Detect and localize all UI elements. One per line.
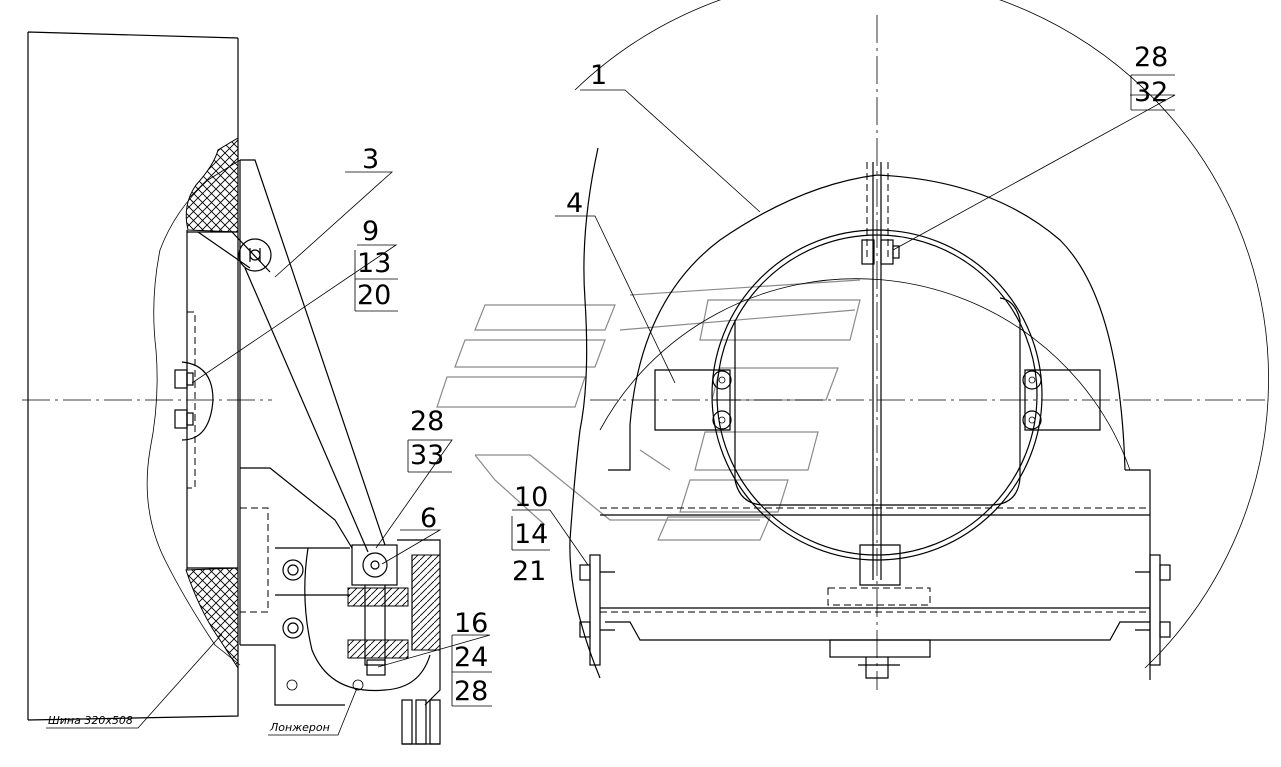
callout-28c: 28 (454, 676, 488, 707)
callout-33: 33 (410, 440, 444, 471)
wheel-outline (574, 0, 1269, 669)
tire-section-upper (185, 137, 239, 233)
callout-16: 16 (454, 608, 488, 639)
left-side-view (22, 31, 441, 745)
callout-3: 3 (362, 144, 379, 175)
callout-28b: 28 (410, 406, 444, 437)
callout-24: 24 (454, 642, 488, 673)
callouts: 1 3 4 6 9 13 20 28 32 28 33 10 14 21 16 … (48, 42, 1175, 734)
callout-20: 20 (357, 280, 391, 311)
callout-10: 10 (514, 482, 548, 513)
watermark-logo (436, 279, 861, 541)
callout-13: 13 (357, 248, 391, 279)
flange-ring (711, 229, 1043, 561)
callout-28a: 28 (1134, 42, 1168, 73)
callout-21: 21 (512, 556, 546, 587)
right-front-view (569, 0, 1269, 690)
callout-6: 6 (420, 503, 437, 534)
callout-4: 4 (566, 188, 583, 219)
tire-size-note: Шина 320x508 (48, 714, 133, 727)
tire-outline (27, 31, 239, 721)
tire-section-lower (185, 567, 239, 670)
callout-1: 1 (590, 60, 607, 91)
callout-9: 9 (362, 216, 379, 247)
pin-6 (362, 552, 388, 578)
frame-rail-note: Лонжерон (269, 721, 330, 734)
callout-32: 32 (1134, 77, 1168, 108)
bolt-head (282, 559, 304, 581)
callout-14: 14 (514, 519, 548, 550)
pivot-pin-upper (238, 238, 272, 272)
bolt-head (282, 617, 304, 639)
leader-lines (46, 89, 1176, 736)
